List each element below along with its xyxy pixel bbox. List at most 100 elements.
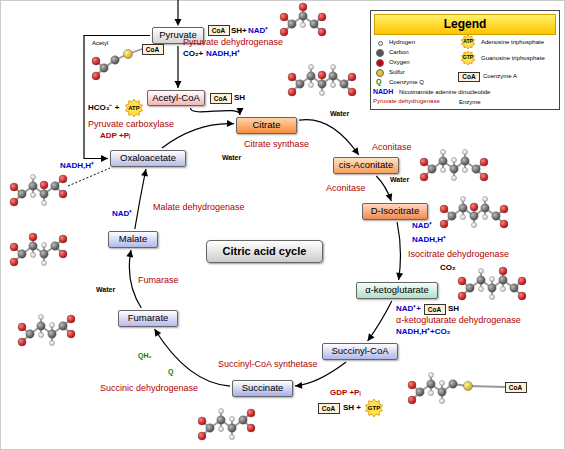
atom	[318, 71, 326, 79]
arrowhead	[126, 250, 133, 258]
atom	[518, 292, 526, 300]
node-label: Citric acid cycle	[223, 245, 307, 257]
node-label: Succinate	[242, 383, 284, 393]
atom	[320, 91, 325, 96]
atom	[490, 277, 495, 282]
annotation: Q	[376, 78, 381, 86]
nucleotide-star	[461, 35, 474, 49]
nucleotide-star	[461, 51, 474, 65]
atom	[239, 416, 247, 424]
annotation: GDP +Pᵢ	[330, 389, 361, 398]
atom	[348, 88, 356, 96]
metabolite-box: Succinyl-CoA	[322, 343, 398, 360]
annotation: Aconitase	[326, 184, 366, 194]
atom	[198, 432, 206, 440]
atom	[247, 409, 255, 417]
atom	[67, 315, 75, 323]
annotation: Pyruvate dehydrogenase	[373, 98, 440, 105]
atom	[492, 212, 500, 220]
node-label: CoA	[462, 73, 475, 80]
atom	[18, 338, 26, 346]
atom	[480, 173, 488, 181]
annotation: SH	[448, 305, 459, 314]
atom	[10, 198, 18, 206]
annotation: NADH,H⁺	[206, 50, 240, 59]
arrowhead	[295, 382, 302, 389]
legend-text: Guanosine triphosphate	[481, 55, 545, 62]
atom	[439, 157, 447, 165]
molecule	[10, 233, 67, 266]
atom	[318, 80, 326, 88]
atom	[206, 424, 214, 432]
connector-line	[397, 222, 400, 280]
annotation: Fumarase	[138, 276, 179, 286]
atom	[500, 205, 508, 213]
arrowhead	[175, 81, 182, 88]
atom	[29, 182, 37, 190]
coa-box: CoA	[458, 72, 480, 82]
atom	[318, 13, 326, 21]
annotation: CO₂	[440, 264, 456, 273]
atom	[450, 165, 458, 173]
atom	[288, 88, 296, 96]
annotation: NAD⁺	[248, 27, 268, 36]
atom	[340, 80, 348, 88]
atom	[10, 243, 18, 251]
atom	[288, 20, 296, 28]
annotation: Pyruvate dehydrogenase	[183, 38, 283, 48]
atom	[440, 399, 445, 404]
atom	[51, 182, 59, 190]
atom	[39, 315, 44, 320]
molecule	[92, 49, 142, 80]
atom	[461, 215, 466, 220]
atom	[299, 12, 307, 20]
atom	[59, 235, 67, 243]
annotation: CO₂+	[183, 50, 203, 59]
molecule	[440, 197, 508, 229]
atom	[10, 183, 18, 191]
atom	[230, 435, 235, 440]
annotation: NADH,H⁺	[412, 236, 446, 245]
connector	[368, 301, 392, 341]
metabolite-box: Acetyl-CoA	[147, 90, 205, 106]
atom	[40, 181, 48, 189]
atom	[463, 150, 468, 155]
atom	[42, 261, 47, 266]
atom	[59, 175, 67, 183]
atom	[466, 284, 474, 292]
atom	[470, 203, 478, 211]
annotation: Q	[168, 368, 173, 376]
atom	[448, 212, 456, 220]
atom	[299, 3, 307, 11]
connector	[84, 36, 150, 163]
input-arrow	[177, 0, 178, 20]
atom	[29, 233, 37, 241]
atom	[42, 243, 47, 248]
node-label: CoA	[322, 405, 335, 412]
metabolite-box: cis-Aconitate	[333, 157, 399, 174]
connector-line	[368, 301, 392, 341]
connector-line	[376, 176, 391, 201]
atom	[40, 250, 48, 258]
annotation: HCO₃⁻ +	[88, 104, 119, 113]
atom	[296, 80, 304, 88]
atom	[59, 322, 67, 330]
connector-line	[191, 108, 241, 115]
molecule	[280, 3, 326, 36]
atom	[301, 23, 306, 28]
dotted-leader	[68, 168, 110, 186]
node-label: CoA	[146, 46, 159, 53]
arrowhead	[386, 193, 393, 201]
arrowhead	[101, 155, 108, 162]
annotation: Aconitase	[372, 143, 412, 153]
annotation: Water	[222, 154, 241, 162]
atom	[420, 158, 428, 166]
atom	[428, 165, 436, 173]
node-label: CoA	[509, 384, 522, 391]
atom	[26, 330, 34, 338]
atom	[51, 242, 59, 250]
node-label: CoA	[212, 27, 225, 34]
atom	[228, 424, 236, 432]
atom	[309, 83, 314, 88]
